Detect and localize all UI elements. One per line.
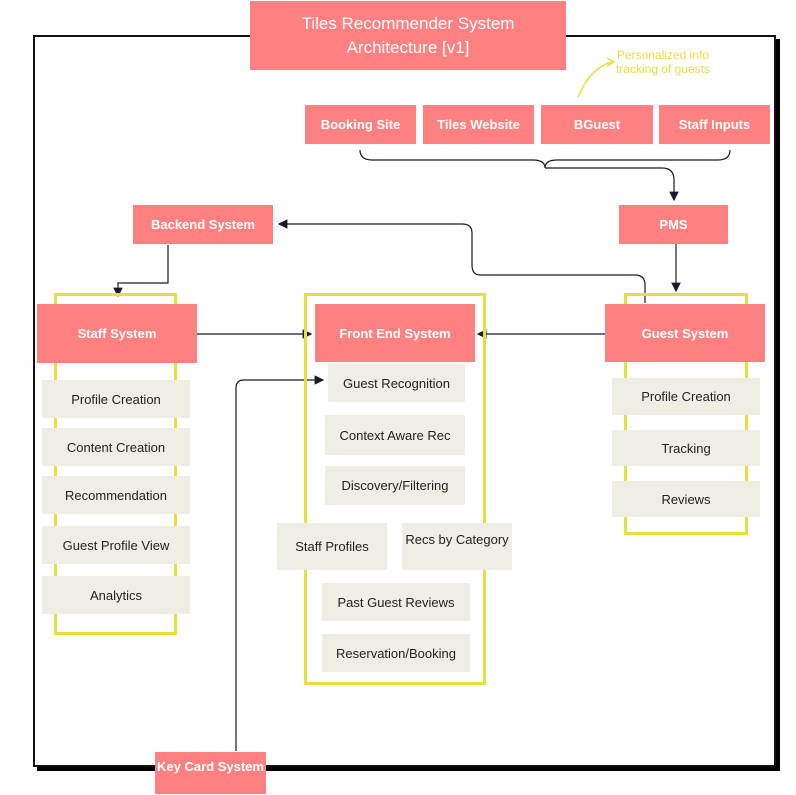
edge-keycard-frontend bbox=[235, 375, 325, 751]
diagram-title-text: Tiles Recommender System Architecture [v… bbox=[301, 13, 515, 57]
item-label: Staff Profiles bbox=[295, 539, 369, 554]
diagram-title: Tiles Recommender System Architecture [v… bbox=[250, 1, 566, 70]
front-end-container bbox=[304, 293, 486, 685]
frontend-item: Guest Recognition bbox=[328, 364, 465, 402]
item-label: Recommendation bbox=[65, 487, 167, 503]
item-label: Guest Recognition bbox=[343, 375, 450, 391]
frontend-item: Recs by Category bbox=[402, 523, 512, 570]
node-label: Booking Site bbox=[320, 117, 401, 132]
inputs-brace bbox=[359, 149, 731, 169]
node-label: BGuest bbox=[573, 117, 621, 132]
node-label: Tiles Website bbox=[437, 117, 520, 132]
item-label: Reservation/Booking bbox=[336, 645, 456, 661]
node-label: Backend System bbox=[150, 217, 256, 232]
frontend-item: Past Guest Reviews bbox=[322, 583, 470, 621]
item-label: Guest Profile View bbox=[62, 537, 170, 553]
item-label: Reviews bbox=[661, 491, 711, 507]
staff-item: Content Creation bbox=[42, 428, 190, 466]
frontend-item: Staff Profiles bbox=[277, 523, 387, 570]
edge-guest-backend bbox=[277, 219, 646, 303]
node-tiles-website: Tiles Website bbox=[423, 105, 534, 144]
node-label: Staff Inputs bbox=[678, 117, 751, 132]
note-arrow bbox=[577, 61, 613, 98]
note-personalized-tracking: Personalized info tracking of guests bbox=[612, 48, 714, 76]
node-bguest: BGuest bbox=[541, 105, 653, 144]
item-label: Content Creation bbox=[66, 439, 166, 455]
guest-item: Reviews bbox=[612, 481, 760, 517]
node-staff-inputs: Staff Inputs bbox=[659, 105, 770, 144]
node-guest-system: Guest System bbox=[605, 304, 765, 362]
guest-item: Tracking bbox=[612, 430, 760, 466]
edge-backend-staff bbox=[113, 245, 169, 298]
staff-item: Analytics bbox=[42, 576, 190, 614]
node-label: Staff System bbox=[77, 326, 157, 341]
staff-item: Recommendation bbox=[42, 476, 190, 514]
edge-inputs-pms bbox=[545, 167, 679, 202]
frontend-item: Reservation/Booking bbox=[322, 634, 470, 672]
node-pms: PMS bbox=[619, 205, 728, 244]
item-label: Past Guest Reviews bbox=[337, 594, 455, 610]
item-label: Analytics bbox=[89, 587, 143, 603]
item-label: Profile Creation bbox=[71, 391, 161, 407]
frontend-item: Context Aware Rec bbox=[325, 415, 465, 455]
node-front-end-system: Front End System bbox=[315, 304, 475, 362]
staff-item: Guest Profile View bbox=[42, 526, 190, 564]
item-label: Context Aware Rec bbox=[339, 427, 451, 443]
node-label: Guest System bbox=[641, 325, 729, 341]
staff-item: Profile Creation bbox=[42, 380, 190, 418]
node-backend-system: Backend System bbox=[133, 205, 273, 244]
node-staff-system: Staff System bbox=[37, 304, 197, 363]
item-label: Profile Creation bbox=[641, 389, 731, 404]
node-label: Front End System bbox=[339, 325, 451, 341]
node-booking-site: Booking Site bbox=[305, 105, 416, 144]
note-text: Personalized info tracking of guests bbox=[615, 48, 711, 76]
guest-item: Profile Creation bbox=[612, 378, 760, 415]
item-label: Tracking bbox=[661, 440, 711, 456]
node-label: PMS bbox=[659, 217, 688, 232]
frontend-item: Discovery/Filtering bbox=[325, 466, 465, 505]
node-key-card-system: Key Card System bbox=[155, 752, 266, 794]
item-label: Recs by Category bbox=[405, 532, 509, 547]
item-label: Discovery/Filtering bbox=[341, 478, 449, 493]
node-label: Key Card System bbox=[157, 759, 264, 774]
